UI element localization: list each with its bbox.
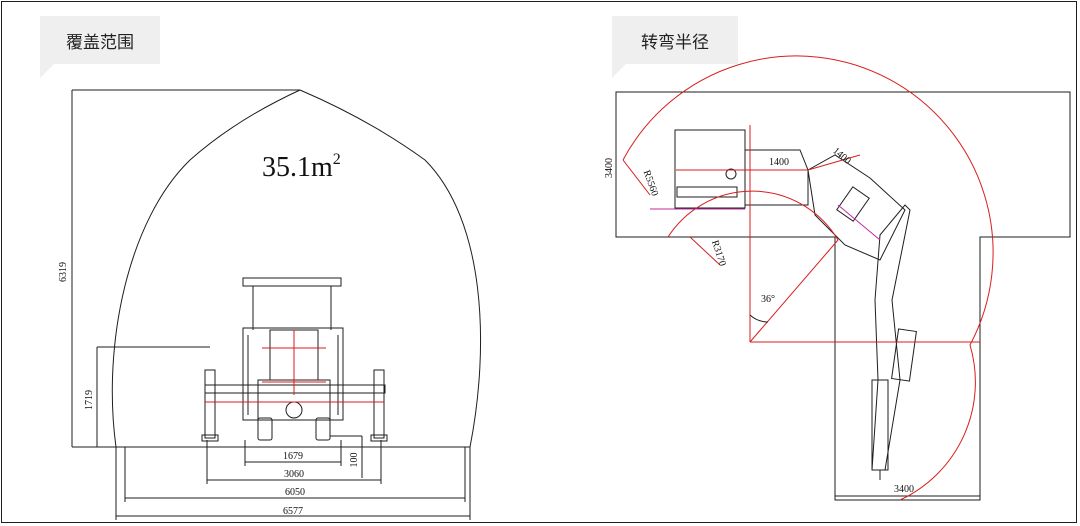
red-diag-length-line — [807, 154, 861, 171]
outrigger-left — [204, 369, 216, 439]
magenta-line-2 — [837, 204, 881, 241]
wheel-left — [257, 417, 273, 441]
outrigger-left-foot — [201, 434, 219, 442]
red-angle-line — [749, 239, 839, 343]
outrigger-right-foot — [370, 434, 388, 442]
dim-height-support: 1719 — [84, 390, 95, 410]
dim-height-left: 3400 — [604, 158, 615, 178]
dim-radius-outer: R5560 — [641, 169, 660, 198]
magenta-markings — [650, 204, 881, 241]
area-unit-power: 2 — [333, 151, 341, 168]
dim-clearance: 100 — [349, 453, 360, 468]
coverage-diagram — [71, 89, 482, 520]
dim-width-6050: 6050 — [285, 487, 305, 498]
machine-front-block — [836, 186, 870, 222]
coverage-title-text: 覆盖范围 — [66, 32, 134, 53]
dim-width-3060: 3060 — [284, 469, 304, 480]
machine-top-body — [674, 129, 746, 209]
coverage-title: 覆盖范围 — [40, 16, 160, 78]
turning-radius-title-text: 转弯半径 — [641, 32, 709, 53]
machine-canopy — [242, 277, 342, 287]
area-value: 35.1m — [262, 152, 333, 183]
turning-radius-title: 转弯半径 — [612, 16, 738, 78]
machine-front-section — [807, 154, 906, 261]
inner-radius-leader — [689, 236, 721, 266]
dim-length-top: 1400 — [769, 157, 789, 168]
dim-width-1679: 1679 — [283, 451, 303, 462]
area-label: 35.1m2 — [262, 151, 341, 183]
radius-markings — [622, 55, 994, 501]
boom-arm — [871, 204, 911, 471]
dim-width-6577: 6577 — [283, 506, 303, 517]
dim-angle: 36° — [761, 294, 775, 305]
outer-radius-leader — [622, 159, 651, 196]
axle-circle — [285, 401, 303, 419]
wheel-right — [315, 417, 331, 441]
dim-height-total: 6319 — [58, 262, 69, 282]
turning-diagram — [615, 55, 1071, 501]
outrigger-right — [373, 369, 385, 439]
red-markings — [205, 330, 384, 403]
outer-radius-arc — [622, 55, 994, 501]
angle-arc — [749, 314, 769, 323]
inner-radius-arc — [667, 190, 839, 241]
boom-cylinder — [891, 328, 917, 382]
machine-top-bumper — [676, 186, 738, 198]
dim-radius-inner: R3170 — [709, 239, 728, 268]
dim-length-diag: 1400 — [830, 145, 852, 166]
tunnel-profile — [111, 89, 482, 448]
boom-drill-rod — [871, 379, 889, 471]
outrigger-beam — [204, 384, 386, 394]
dim-bottom-width: 3400 — [894, 484, 914, 495]
machine-top-wheel — [725, 168, 737, 180]
